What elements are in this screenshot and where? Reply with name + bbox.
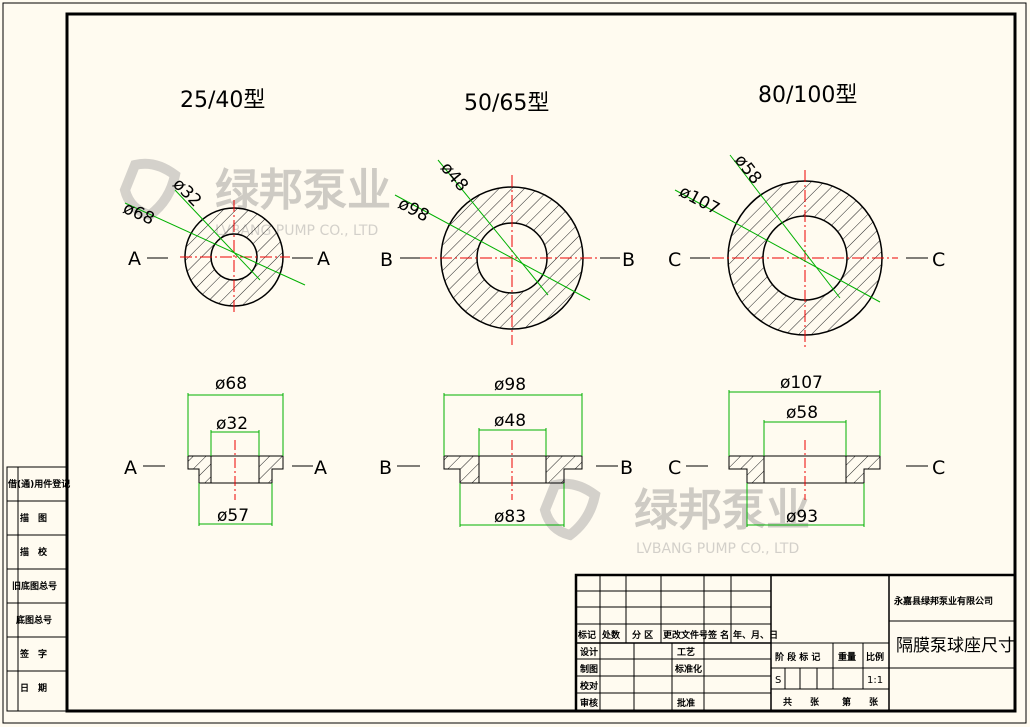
- inner-frame: [65, 12, 1017, 713]
- sec-right-2a: B: [622, 249, 635, 271]
- left-label-5: 签 字: [19, 648, 47, 660]
- left-panel: 借(通)用件登记 描 图 描 校 旧底图总号 底图总号 签 字 日 期: [6, 466, 70, 712]
- role-2: 校对: [580, 680, 598, 692]
- role-3: 审核: [580, 697, 598, 709]
- dim-id-3: ø58: [730, 151, 765, 189]
- sec-right-3a: C: [932, 249, 945, 271]
- rev-h0: 标记: [577, 629, 596, 641]
- watermark-brand: 绿邦泵业: [215, 165, 391, 216]
- left-label-6: 日 期: [20, 682, 47, 694]
- sec-left-2b: B: [379, 457, 392, 479]
- sheet-number: 第 张: [842, 696, 879, 708]
- sec-left-1a: A: [128, 248, 141, 270]
- watermark-brand-2: 绿邦泵业: [634, 485, 810, 536]
- left-label-0: 借(通)用件登记: [7, 478, 70, 490]
- dim-flange-2: ø98: [494, 375, 526, 395]
- rev-h2: 分 区: [632, 629, 653, 641]
- sec-right-1b: A: [314, 457, 327, 479]
- dim-bottom-2: ø83: [494, 507, 526, 527]
- rev-h5: 年、月、日: [733, 629, 778, 641]
- watermark-brand-en-2: LVBANG PUMP CO., LTD: [636, 541, 799, 557]
- title-block: [574, 573, 1017, 713]
- scale-value: 1:1: [867, 675, 883, 686]
- role-1: 制图: [580, 663, 598, 675]
- role2-0: 工艺: [677, 646, 695, 658]
- total-sheets: 共 张: [783, 696, 820, 708]
- stage-label: 阶 段 标 记: [775, 651, 820, 663]
- watermark-top: 绿邦泵业 LVBANG PUMP CO., LTD: [119, 158, 391, 239]
- dim-flange-1: ø68: [215, 374, 247, 394]
- dim-bottom-1: ø57: [217, 506, 249, 526]
- sec-right-1a: A: [317, 248, 330, 270]
- role-0: 设计: [580, 646, 598, 658]
- title-block-text: 永嘉县绿邦泵业有限公司 隔膜泵球座尺寸 标记 处数 分 区 更改文件号 签 名 …: [577, 595, 1015, 709]
- left-label-3: 旧底图总号: [12, 580, 57, 592]
- model-label-2: 50/65型: [464, 91, 549, 116]
- rev-h1: 处数: [601, 629, 621, 641]
- model-label-1: 25/40型: [180, 88, 265, 113]
- dim-flange-3: ø107: [780, 373, 823, 393]
- view-50-65: 50/65型 B B ø98 ø48 B B ø98 ø48 ø83: [379, 91, 635, 527]
- sec-left-3a: C: [668, 249, 681, 271]
- dim-od-1: ø68: [120, 198, 157, 229]
- sec-left-1b: A: [124, 457, 137, 479]
- dim-bore-2: ø48: [494, 411, 526, 431]
- dim-od-3: ø107: [676, 182, 723, 220]
- left-label-4: 底图总号: [16, 614, 52, 626]
- stage-value: S: [775, 675, 781, 686]
- view-25-40: 25/40型 A A ø68 ø32 A A ø68 ø32: [120, 88, 330, 526]
- left-label-2: 描 校: [20, 546, 48, 558]
- scale-label: 比例: [866, 651, 884, 663]
- dim-bore-1: ø32: [216, 414, 248, 434]
- dim-bore-3: ø58: [786, 403, 818, 423]
- dim-bottom-3: ø93: [786, 507, 818, 527]
- view-80-100: 80/100型 C C ø107 ø58 C C ø107 ø58 ø93: [668, 83, 945, 527]
- drawing-title: 隔膜泵球座尺寸: [896, 636, 1015, 656]
- rev-h3: 更改文件号: [663, 629, 708, 641]
- sec-right-3b: C: [932, 457, 945, 479]
- watermark-bottom: 绿邦泵业 LVBANG PUMP CO., LTD: [539, 478, 810, 557]
- rev-h4: 签 名: [707, 629, 729, 641]
- left-label-1: 描 图: [20, 512, 47, 524]
- sec-left-2a: B: [380, 249, 393, 271]
- sec-right-2b: B: [620, 457, 633, 479]
- weight-label: 重量: [838, 651, 856, 663]
- dim-od-2: ø98: [395, 194, 433, 227]
- role2-3: 批准: [677, 697, 695, 709]
- model-label-3: 80/100型: [758, 83, 857, 108]
- role2-1: 标准化: [674, 663, 702, 675]
- company-name: 永嘉县绿邦泵业有限公司: [893, 595, 993, 607]
- sec-left-3b: C: [668, 457, 681, 479]
